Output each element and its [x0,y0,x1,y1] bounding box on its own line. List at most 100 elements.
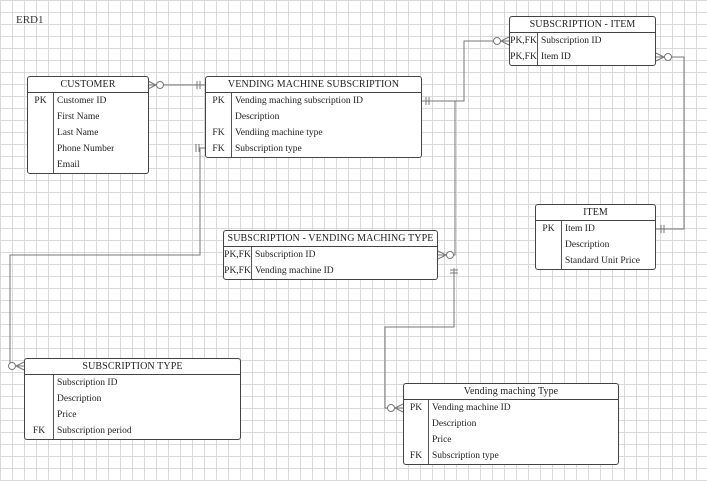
attribute-name: Standard Unit Price [565,256,640,266]
key-label [404,416,429,432]
attribute-row: Price [404,432,618,448]
key-label [28,125,54,141]
attribute-row: PK Vending maching subscription ID [206,93,421,109]
attribute-name: Price [432,435,452,445]
attribute-row: Last Name [28,125,148,141]
key-label [28,141,54,157]
attribute-row: Description [206,109,421,125]
key-label [25,407,54,423]
entity-title: SUBSCRIPTION TYPE [25,359,240,375]
key-label [28,109,54,125]
optional-marker-vending-type-end [387,404,395,412]
attribute-row: Description [404,416,618,432]
attribute-row: Email [28,157,148,173]
entity-title: CUSTOMER [28,77,148,93]
attribute-row: PK,FK Vending machine ID [224,263,437,279]
key-label [404,432,429,448]
attribute-name: Vendiing machine type [235,128,323,138]
optional-marker-svmt-end [446,251,454,259]
attribute-name: Description [432,419,477,429]
connector-subscription-subscription-type [9,147,205,367]
attribute-row: FK Subscription type [404,448,618,464]
attribute-name: Vending maching subscription ID [235,96,363,106]
entity-customer[interactable]: CUSTOMER PK Customer ID First Name Last … [27,76,149,174]
key-label: PK [206,93,232,109]
key-label: FK [206,141,232,157]
attribute-name: Item ID [541,52,571,62]
attribute-name: Email [57,160,80,170]
connector-subscription-item-item [656,56,685,230]
diagram-title: ERD1 [16,14,44,26]
attribute-name: Description [565,240,610,250]
optional-marker-subscription-type-end [8,362,16,370]
attribute-row: PK,FK Subscription ID [510,33,655,49]
optional-marker-subscription-item-end [493,37,501,45]
bar-subscription-side [425,97,430,105]
attribute-row: PK Customer ID [28,93,148,109]
key-label: PK [536,221,562,237]
attribute-name: Phone Number [57,144,115,154]
attribute-row: Description [536,237,655,253]
connector-subscription-subscription-item [422,40,509,102]
entity-vending-machine-subscription[interactable]: VENDING MACHINE SUBSCRIPTION PK Vending … [205,76,422,158]
attribute-name: Subscription type [235,144,302,154]
key-label: PK,FK [510,49,538,65]
attribute-name: Description [235,112,280,122]
attribute-row: Price [25,407,240,423]
attribute-row: Phone Number [28,141,148,157]
connector-subscription-svmt [438,101,456,256]
attribute-row: First Name [28,109,148,125]
attribute-row: Description [25,391,240,407]
attribute-name: Last Name [57,128,99,138]
attribute-row: FK Subscription period [25,423,240,439]
entity-title: SUBSCRIPTION - VENDING MACHING TYPE [224,231,437,247]
key-label: FK [25,423,54,439]
attribute-name: Vending machine ID [255,266,334,276]
key-label: PK,FK [224,247,252,263]
attribute-row: PK Item ID [536,221,655,237]
entity-title: Vending maching Type [404,384,618,400]
attribute-row: PK,FK Subscription ID [224,247,437,263]
optional-marker-customer-end [156,81,164,89]
key-label [536,253,562,269]
optional-marker-subscription-item-side [664,53,672,61]
attribute-name: Item ID [565,224,595,234]
attribute-name: Subscription type [432,451,499,461]
attribute-name: Customer ID [57,96,107,106]
key-label [536,237,562,253]
entity-subscription-item[interactable]: SUBSCRIPTION - ITEM PK,FK Subscription I… [509,16,656,66]
key-label: PK,FK [510,33,538,49]
entity-subscription-type[interactable]: SUBSCRIPTION TYPE Subscription ID Descri… [24,358,241,440]
key-label [25,391,54,407]
bar-svmt-side [450,269,458,274]
attribute-name: Vending machine ID [432,403,511,413]
bar-subscription-type-link [195,144,200,152]
attribute-name: Subscription ID [57,378,118,388]
key-label: PK [404,400,429,416]
attribute-name: Subscription period [57,426,132,436]
entity-title: ITEM [536,205,655,221]
key-label: PK [28,93,54,109]
entity-title: VENDING MACHINE SUBSCRIPTION [206,77,421,93]
key-label: PK,FK [224,263,252,279]
attribute-name: First Name [57,112,100,122]
attribute-name: Subscription ID [541,36,602,46]
attribute-name: Description [57,394,102,404]
key-label [28,157,54,173]
entity-subscription-vending-maching-type[interactable]: SUBSCRIPTION - VENDING MACHING TYPE PK,F… [223,230,438,280]
key-label [25,375,54,391]
attribute-row: Standard Unit Price [536,253,655,269]
attribute-row: PK Vending machine ID [404,400,618,416]
key-label: FK [206,125,232,141]
key-label: FK [404,448,429,464]
entity-title: SUBSCRIPTION - ITEM [510,17,655,33]
entity-vending-maching-type[interactable]: Vending maching Type PK Vending machine … [403,383,619,465]
bar-item-end [660,225,665,233]
bar-subscription-end [196,81,201,89]
entity-item[interactable]: ITEM PK Item ID Description Standard Uni… [535,204,656,270]
key-label [206,109,232,125]
attribute-name: Subscription ID [255,250,316,260]
attribute-row: FK Subscription type [206,141,421,157]
attribute-row: Subscription ID [25,375,240,391]
